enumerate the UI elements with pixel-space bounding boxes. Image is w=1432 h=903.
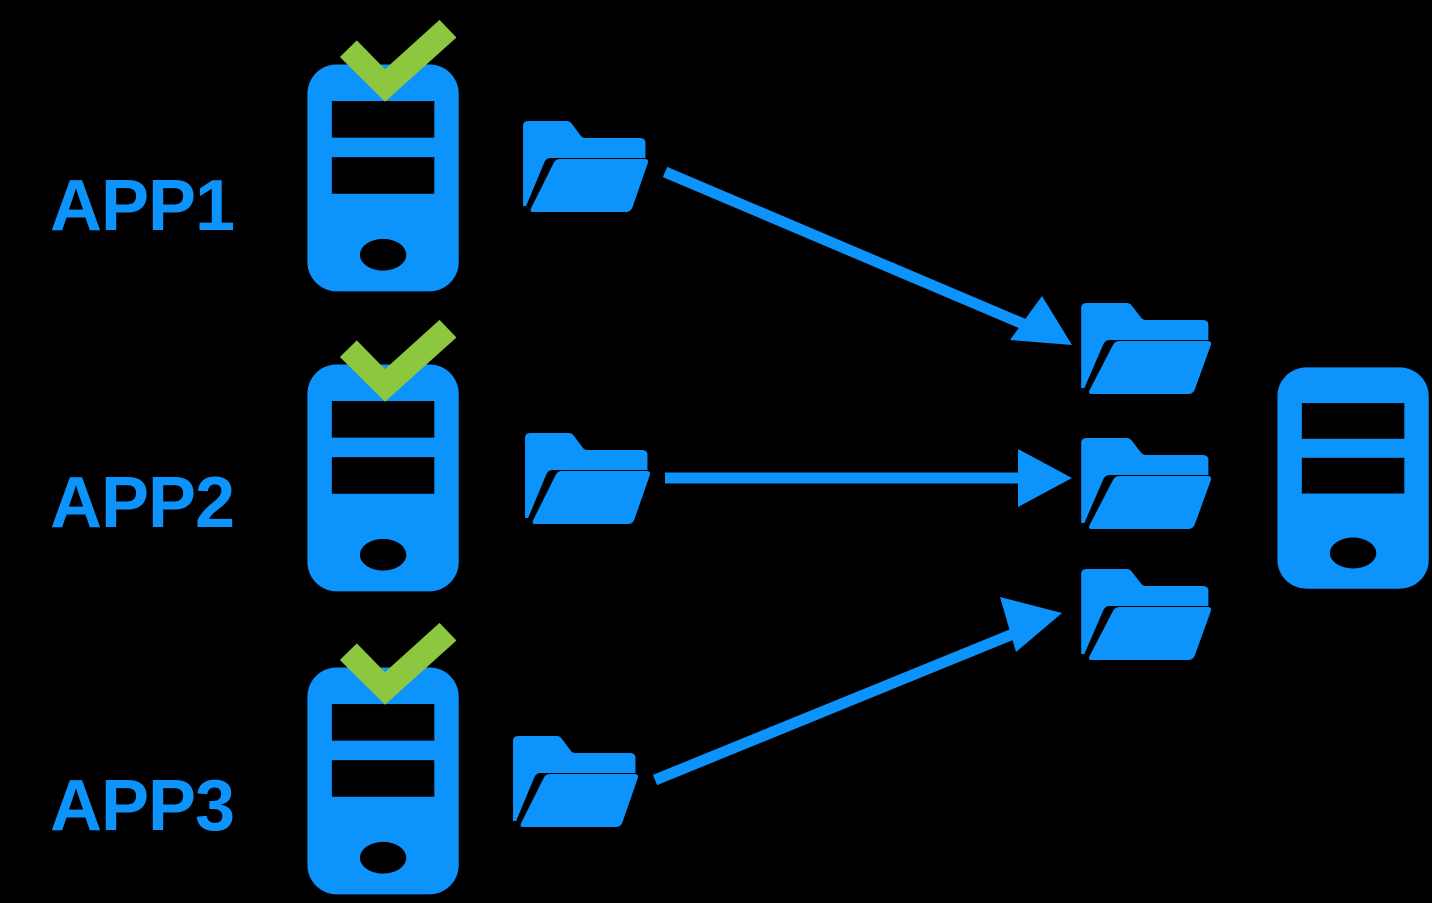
- app-row-3: APP3: [50, 569, 1212, 895]
- arrow-icon-app2: [665, 449, 1072, 507]
- target-folder-icon-app1[interactable]: [1081, 303, 1212, 394]
- source-folder-icon-app2[interactable]: [525, 433, 651, 524]
- target-folder-icon-app2[interactable]: [1081, 438, 1212, 529]
- target-folder-icon-app3[interactable]: [1081, 569, 1212, 660]
- arrow-icon-app1: [662, 166, 1072, 345]
- destination-server-tower-icon[interactable]: [1277, 367, 1429, 589]
- source-folder-icon-app1[interactable]: [523, 121, 649, 212]
- source-folder-icon-app3[interactable]: [513, 736, 639, 827]
- app-label-2: APP2: [50, 463, 234, 543]
- app-row-2: APP2: [50, 319, 1212, 592]
- app-row-1: APP1: [50, 19, 1212, 394]
- arrow-icon-app3: [652, 597, 1062, 786]
- app-label-1: APP1: [50, 166, 234, 246]
- app-label-3: APP3: [50, 766, 234, 846]
